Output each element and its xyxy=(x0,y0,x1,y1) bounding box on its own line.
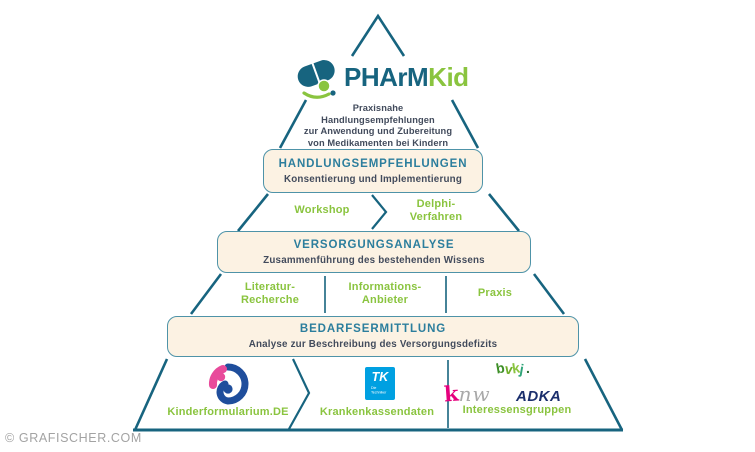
pyramid-right-edge-row2 xyxy=(532,273,566,315)
tagline-line-1: Praxisnahe xyxy=(352,103,404,113)
pyramid-left-edge-row3 xyxy=(133,358,169,431)
informations-line-2: Anbieter xyxy=(361,294,409,306)
pyramid-right-edge-row1 xyxy=(487,193,521,232)
source-label-krankenkassendaten: Krankenkassendaten xyxy=(319,406,435,418)
level2-item-praxis: Praxis xyxy=(477,287,513,299)
tk-logo: TK Die Techniker xyxy=(365,367,395,400)
level1-item-delphi-verfahren: Delphi- Verfahren xyxy=(386,198,486,224)
pyramid-left-edge-row2 xyxy=(189,273,223,315)
brand-logo: PHArMKid xyxy=(294,52,514,102)
brand-tagline: Praxisnahe Handlungsempfehlungen zur Anw… xyxy=(268,103,488,149)
source-label-interessensgruppen: Interessensgruppen xyxy=(462,404,572,416)
tk-sub-text-1: Die xyxy=(371,386,376,390)
source-label-kinderformularium: Kinderformularium.DE xyxy=(167,406,289,418)
knw-logo: k nw xyxy=(443,380,491,407)
level1-subtitle: Konsentierung und Implementierung xyxy=(283,173,463,185)
pyramid-left-edge-tagline xyxy=(278,99,308,149)
tagline-line-2: Handlungsempfehlungen xyxy=(321,114,435,125)
level3-subtitle: Analyse zur Beschreibung des Versorgungs… xyxy=(248,339,498,350)
bvkj-logo: b v k j . xyxy=(495,359,566,378)
bvkj-letter-j: j xyxy=(518,360,526,378)
level1-item-workshop: Workshop xyxy=(294,204,350,216)
brand-name-accent: Kid xyxy=(428,61,469,92)
level2-item-informations-anbieter: Informations- Anbieter xyxy=(335,281,435,307)
level3-box-bedarfsermittlung: BEDARFSERMITTLUNG Analyse zur Beschreibu… xyxy=(167,316,579,357)
tagline-line-3: zur Anwendung und Zubereitung xyxy=(303,126,453,136)
knw-letters-nw: nw xyxy=(458,382,491,406)
informations-line-1: Informations- xyxy=(348,281,422,293)
bvkj-dot: . xyxy=(526,360,530,376)
literatur-line-1: Literatur- xyxy=(244,281,296,293)
level1-box-handlungsempfehlungen: HANDLUNGSEMPFEHLUNGEN Konsentierung und … xyxy=(263,149,483,193)
chevron-kinderformularium-krankenkassen xyxy=(288,358,311,430)
brand-name: PHArMKid xyxy=(344,62,469,93)
level2-box-versorgungsanalyse: VERSORGUNGSANALYSE Zusammenführung des b… xyxy=(217,231,531,273)
level2-item-literatur-recherche: Literatur- Recherche xyxy=(220,281,320,307)
pyramid-left-edge-row1 xyxy=(236,193,270,232)
level2-title: VERSORGUNGSANALYSE xyxy=(293,238,455,251)
level3-title: BEDARFSERMITTLUNG xyxy=(299,323,447,335)
delphi-line-1: Delphi- xyxy=(416,198,456,210)
brand-name-primary: PHArM xyxy=(344,61,429,92)
delphi-line-2: Verfahren xyxy=(409,211,463,223)
tk-sub-text-2: Techniker xyxy=(371,391,387,395)
level1-title: HANDLUNGSEMPFEHLUNGEN xyxy=(278,157,468,170)
knw-letter-k: k xyxy=(443,380,460,407)
chevron-workshop-delphi xyxy=(371,194,388,230)
pill-icon xyxy=(297,60,336,99)
pyramid-apex xyxy=(350,13,406,57)
copyright-note: © GRAFISCHER.COM xyxy=(5,431,142,445)
pyramid-right-edge-row3 xyxy=(583,358,624,431)
adka-logo: ADKA xyxy=(516,388,562,405)
kinderformularium-logo-icon xyxy=(208,363,249,405)
level2-subtitle: Zusammenführung des bestehenden Wissens xyxy=(263,254,485,266)
pyramid-right-edge-tagline xyxy=(450,99,480,149)
literatur-line-2: Recherche xyxy=(240,294,300,306)
tagline-line-4: von Medikamenten bei Kindern xyxy=(307,137,449,148)
tk-mark-text: TK xyxy=(372,370,390,384)
